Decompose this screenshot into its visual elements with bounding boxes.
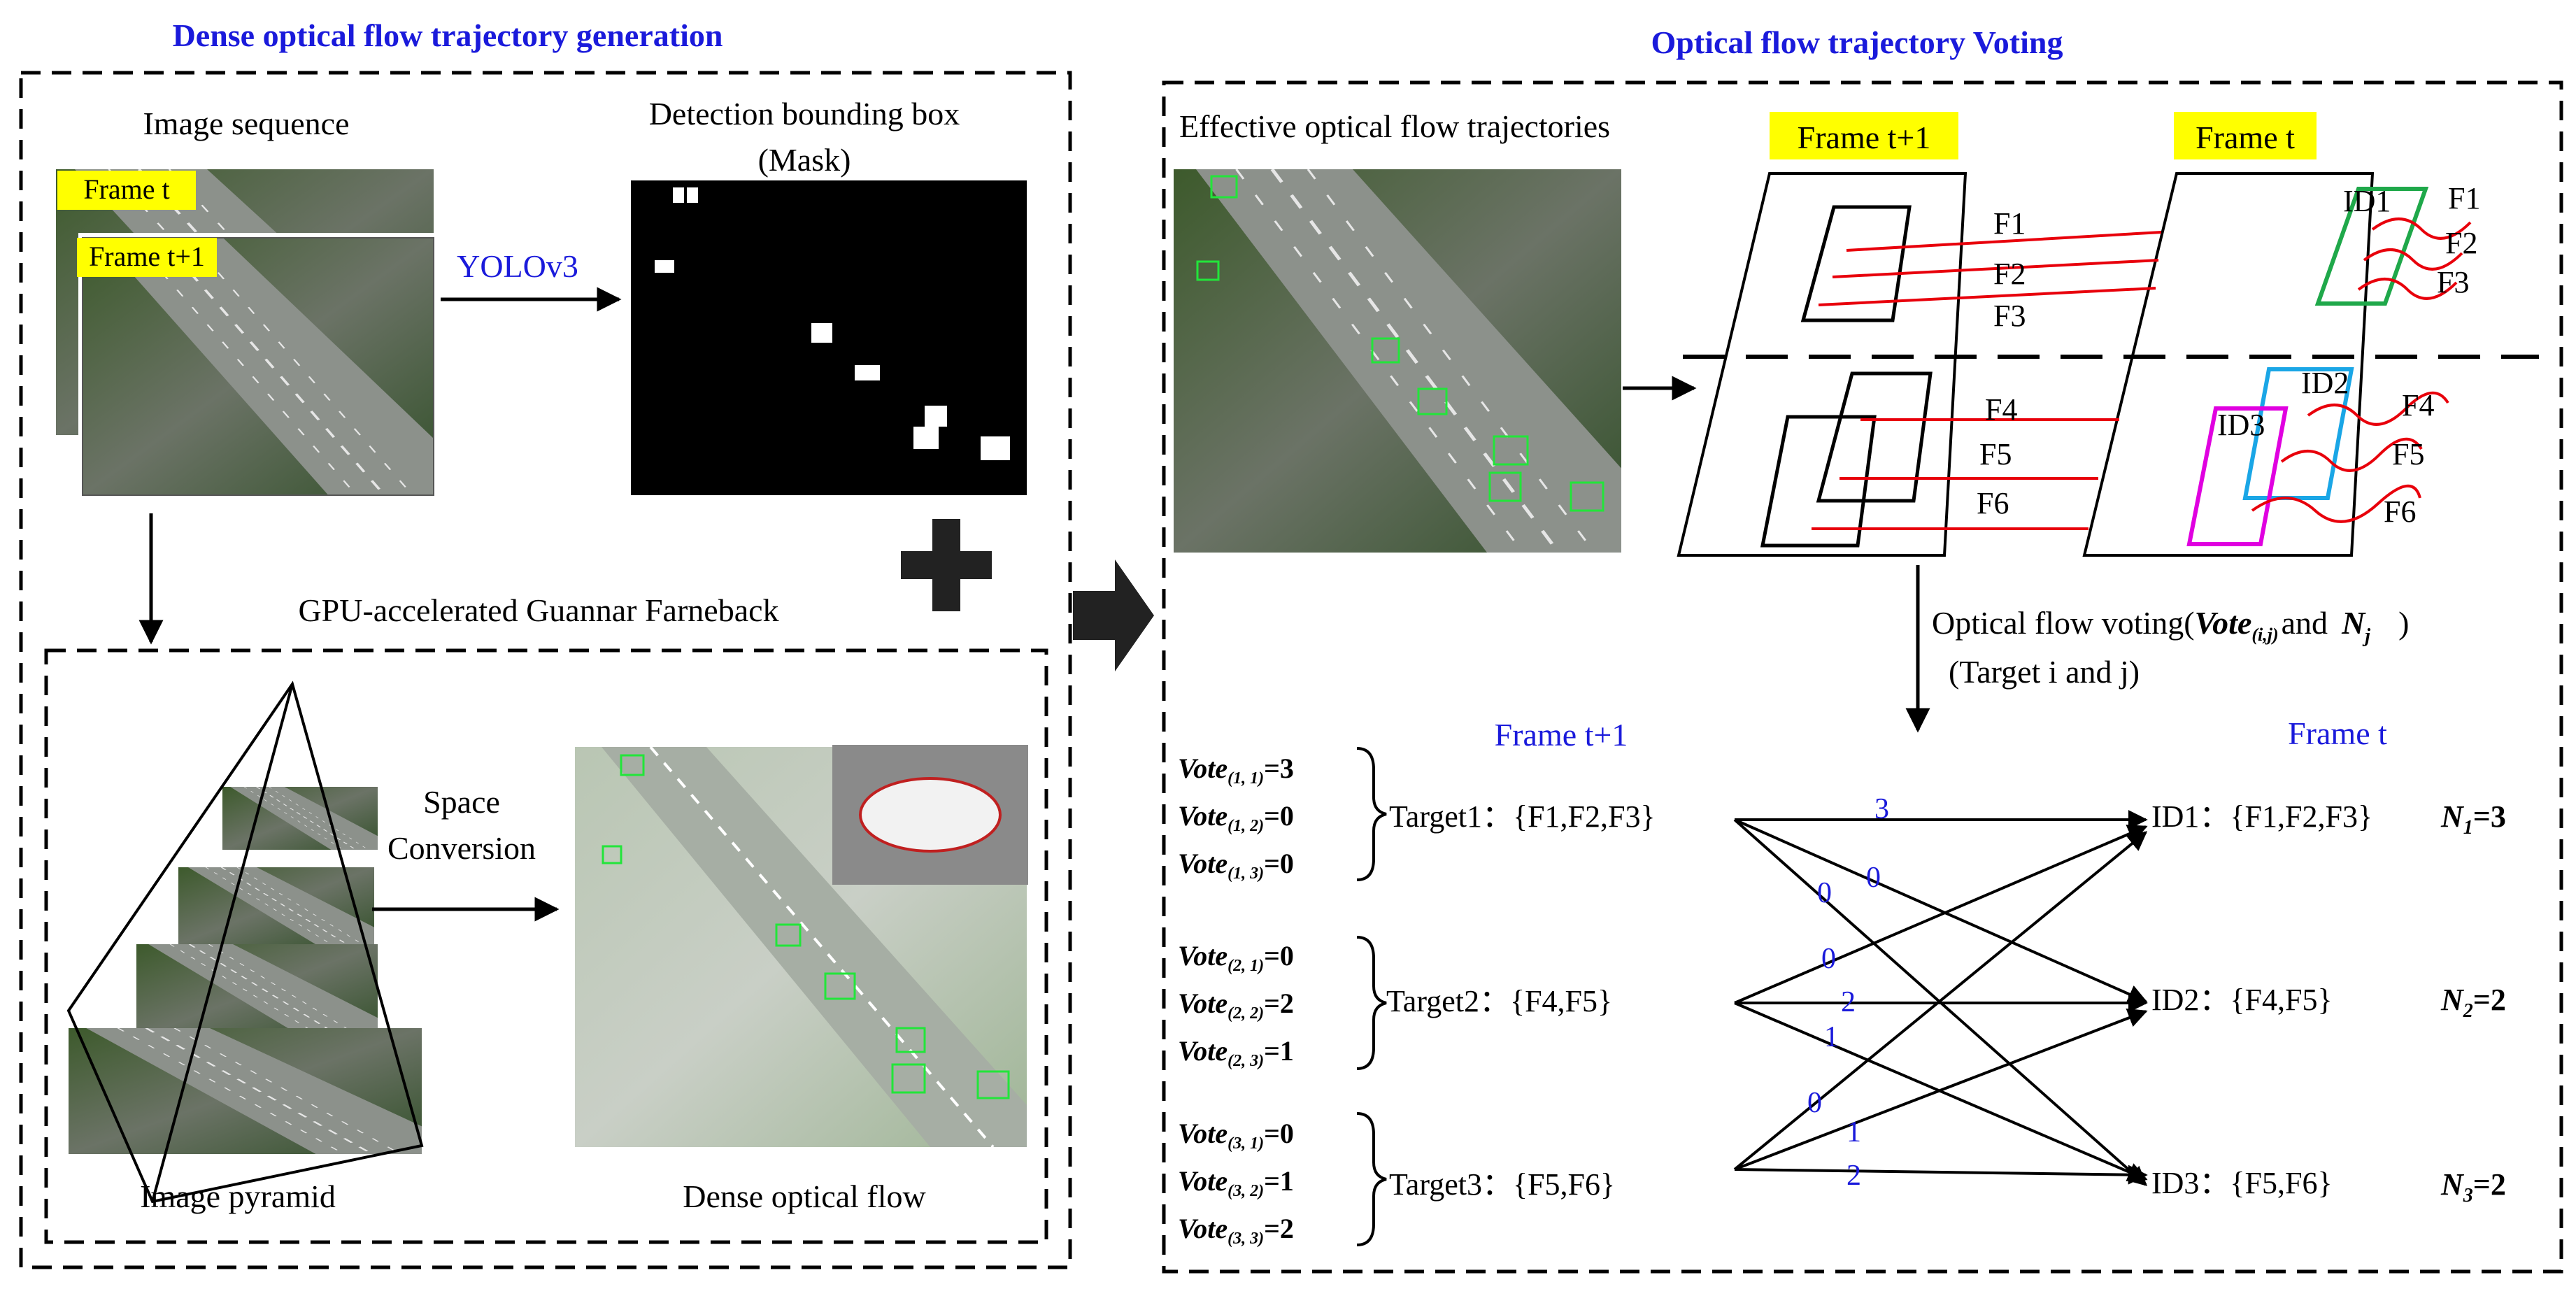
svg-text:F4: F4 — [1985, 392, 2017, 427]
weight-3-1: 0 — [1807, 1087, 1822, 1119]
weight-3-3: 2 — [1846, 1160, 1861, 1192]
frame-t-plane — [2082, 172, 2429, 557]
svg-text:F6: F6 — [1977, 486, 2009, 520]
left-panel: Dense optical flow trajectory generation… — [19, 17, 1072, 1269]
svg-text:Frame t+1: Frame t+1 — [89, 241, 205, 272]
svg-text:Vote(1, 2)=0: Vote(1, 2)=0 — [1178, 800, 1294, 835]
transition-arrow — [1073, 560, 1154, 671]
col-frame-t: Frame t — [2288, 715, 2387, 751]
flow-lines-t1 — [1812, 231, 2162, 530]
edge-3-2 — [1734, 1008, 2148, 1171]
id3-box — [2186, 406, 2289, 546]
space-label: Space — [423, 784, 500, 820]
target2-label: Target2：{F4,F5} — [1386, 984, 1612, 1018]
svg-text:Vote(3, 2)=1: Vote(3, 2)=1 — [1178, 1165, 1294, 1200]
edge-weights: 3 0 0 0 2 1 0 1 2 — [1807, 793, 1889, 1192]
detection-mask — [631, 180, 1027, 495]
weight-3-2: 1 — [1846, 1116, 1861, 1148]
weight-1-3: 0 — [1817, 877, 1832, 909]
detection-label: Detection bounding box — [649, 96, 960, 131]
vote-table-2: Vote(2, 1)=0 Vote(2, 2)=2 Vote(2, 3)=1 — [1178, 936, 1387, 1070]
svg-text:Vote(1, 3)=0: Vote(1, 3)=0 — [1178, 848, 1294, 883]
svg-text:F1: F1 — [1993, 206, 2026, 241]
svg-text:F4: F4 — [2402, 388, 2434, 422]
flow-detection-boxes — [602, 754, 1010, 1099]
svg-text:ID2: ID2 — [2301, 366, 2349, 400]
n2-label: N2=2 — [2440, 983, 2506, 1022]
svg-text:Frame t: Frame t — [2196, 120, 2295, 155]
target1-label: Target1：{F1,F2,F3} — [1389, 799, 1656, 834]
weight-2-3: 1 — [1824, 1021, 1839, 1053]
dense-flow-image — [575, 745, 1028, 1148]
svg-text:Vote(3, 3)=2: Vote(3, 3)=2 — [1178, 1213, 1294, 1248]
farneback-box — [44, 648, 1048, 1244]
edge-3-3 — [1734, 1165, 2148, 1185]
left-panel-title: Dense optical flow trajectory generation — [173, 17, 723, 53]
n3-label: N3=2 — [2440, 1167, 2506, 1206]
svg-text:F3: F3 — [2437, 265, 2469, 299]
flow-labels-t: F1 F2 F3 F4 F5 F6 — [2384, 181, 2480, 529]
svg-text:Vote(2, 3)=1: Vote(2, 3)=1 — [1178, 1035, 1294, 1070]
weight-1-2: 0 — [1866, 862, 1881, 894]
right-panel: Optical flow trajectory Voting Effective… — [1162, 24, 2563, 1274]
target3-label: Target3：{F5,F6} — [1389, 1167, 1615, 1202]
edge-2-1 — [1734, 825, 2148, 1004]
flow-curves-t — [2251, 218, 2472, 523]
frame-t1-header: Frame t+1 — [1770, 112, 1958, 159]
svg-text:Vote(2, 2)=2: Vote(2, 2)=2 — [1178, 988, 1294, 1023]
id1-box — [2314, 187, 2429, 306]
yolo-label: YOLOv3 — [457, 248, 578, 284]
id2-box — [2242, 367, 2354, 500]
svg-text:F1: F1 — [2448, 181, 2480, 215]
vote-table-1: Vote(1, 1)=3 Vote(1, 2)=0 Vote(1, 3)=0 — [1178, 747, 1387, 883]
gpu-farneback-label: GPU-accelerated Guannar Farneback — [298, 592, 778, 628]
image-sequence-label: Image sequence — [143, 106, 349, 141]
left-panel-border — [19, 71, 1072, 1269]
svg-text:Vote(2, 1)=0: Vote(2, 1)=0 — [1178, 940, 1294, 975]
id2-label: ID2：{F4,F5} — [2151, 983, 2333, 1017]
svg-text:ID3: ID3 — [2217, 408, 2265, 442]
plus-icon — [901, 519, 992, 611]
weight-1-1: 3 — [1874, 793, 1889, 825]
col-frame-t1: Frame t+1 — [1495, 717, 1628, 753]
voting-sublabel: (Target i and j) — [1949, 654, 2140, 690]
mask-label: (Mask) — [758, 142, 851, 178]
frame-t1-tag: Frame t+1 — [77, 238, 217, 277]
svg-text:Vote(3, 1)=0: Vote(3, 1)=0 — [1178, 1118, 1294, 1153]
svg-text:F5: F5 — [1979, 437, 2012, 471]
vote-table-3: Vote(3, 1)=0 Vote(3, 2)=1 Vote(3, 3)=2 — [1178, 1112, 1387, 1248]
id3-label: ID3：{F5,F6} — [2151, 1166, 2333, 1200]
svg-text:ID1: ID1 — [2343, 184, 2391, 218]
dense-flow-label: Dense optical flow — [683, 1178, 926, 1214]
id1-label: ID1：{F1,F2,F3} — [2151, 799, 2372, 834]
image-pyramid — [66, 681, 424, 1204]
id-tags: ID1 ID2 ID3 — [2217, 184, 2391, 442]
effective-trajectories-image — [1174, 169, 1621, 553]
right-panel-title: Optical flow trajectory Voting — [1651, 24, 2063, 60]
svg-text:F6: F6 — [2384, 494, 2416, 529]
frame-t1-plane — [1677, 172, 1967, 557]
weight-2-1: 0 — [1821, 943, 1836, 975]
svg-text:F5: F5 — [2392, 437, 2424, 471]
svg-text:F2: F2 — [2445, 226, 2477, 260]
frame-t-tag: Frame t — [57, 171, 196, 210]
frame-t-header: Frame t — [2174, 112, 2317, 159]
edge-3-1 — [1733, 831, 2148, 1171]
svg-text:Vote(1, 1)=3: Vote(1, 1)=3 — [1178, 753, 1294, 788]
svg-text:F2: F2 — [1993, 257, 2026, 291]
svg-text:F3: F3 — [1993, 299, 2026, 333]
conversion-label: Conversion — [387, 830, 536, 866]
svg-text:Frame t+1: Frame t+1 — [1798, 120, 1931, 155]
effective-trajectories-label: Effective optical flow trajectories — [1179, 108, 1610, 144]
image-pyramid-label: Image pyramid — [140, 1178, 336, 1214]
svg-text:Frame t: Frame t — [83, 173, 169, 205]
voting-edges — [1733, 810, 2148, 1186]
weight-2-2: 2 — [1841, 986, 1856, 1018]
n1-label: N1=3 — [2440, 799, 2506, 839]
edge-1-2 — [1734, 818, 2148, 1004]
flow-labels-t1: F1 F2 F3 F4 F5 F6 — [1977, 206, 2026, 520]
